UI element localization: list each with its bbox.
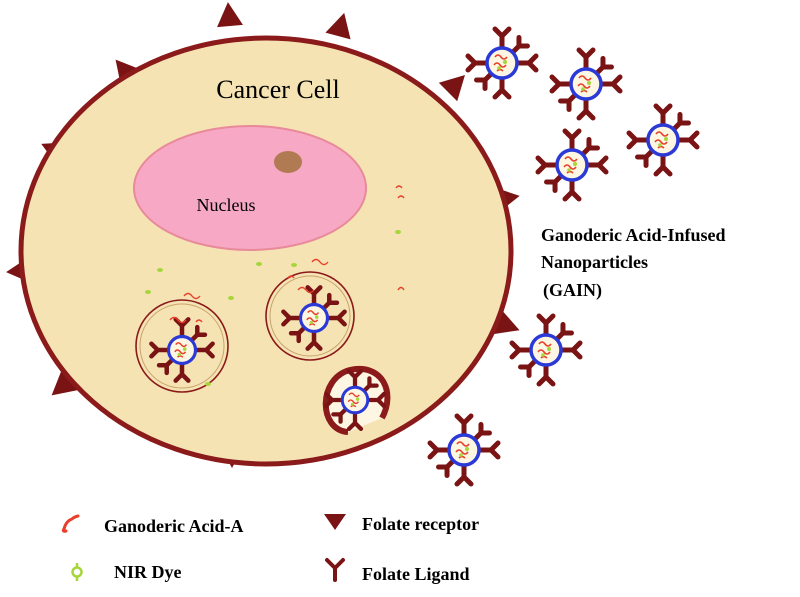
- gain-label-line2: Nanoparticles: [541, 252, 648, 272]
- nanoparticle-icon: [468, 29, 536, 97]
- cell-label: Cancer Cell: [216, 75, 339, 104]
- nanoparticle-icon: [430, 416, 498, 484]
- legend: Ganoderic Acid-A NIR Dye Folate receptor…: [61, 514, 479, 584]
- folate-receptor-icon: [214, 0, 243, 28]
- endosome: [135, 299, 229, 393]
- gain-label-line3: (GAIN): [543, 280, 602, 301]
- legend-label-nir: NIR Dye: [114, 562, 182, 582]
- folate-receptor-icon: [325, 9, 357, 40]
- legend-label-receptor: Folate receptor: [362, 514, 479, 534]
- legend-label-ligand: Folate Ligand: [362, 564, 470, 584]
- endocytosis-pocket: [322, 365, 391, 435]
- folate-receptor-icon: [324, 514, 346, 530]
- legend-label-ganoderic: Ganoderic Acid-A: [104, 516, 244, 536]
- nir-dye-icon: [71, 563, 83, 581]
- nucleolus: [274, 151, 302, 173]
- folate-ligand-icon: [325, 558, 345, 582]
- endosome: [265, 271, 355, 361]
- gain-label-line1: Ganoderic Acid-Infused: [541, 225, 726, 245]
- cancer-cell: [18, 35, 514, 467]
- nanoparticle-icon: [629, 106, 697, 174]
- nanoparticle-icon: [552, 50, 620, 118]
- gain-label: Ganoderic Acid-Infused Nanoparticles (GA…: [541, 225, 726, 301]
- ganoderic-acid-icon: [61, 514, 80, 533]
- nucleus: [133, 125, 367, 251]
- nanoparticle-icon: [538, 131, 606, 199]
- nucleus-label: Nucleus: [197, 195, 256, 215]
- released-payload: [145, 185, 405, 386]
- nanoparticle-icon: [512, 316, 580, 384]
